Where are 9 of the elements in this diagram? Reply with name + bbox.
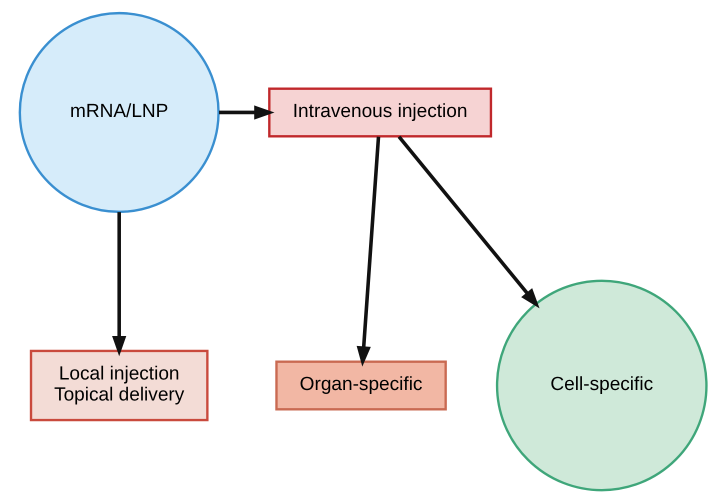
arrow [112, 212, 126, 356]
arrow [219, 105, 274, 120]
node-box: Intravenous injection [268, 87, 492, 138]
arrow [398, 136, 540, 308]
node-box: Local injection Topical delivery [30, 350, 209, 422]
node-circle: Cell-specific [496, 280, 708, 492]
node-box: Organ-specific [275, 360, 447, 410]
node-circle: mRNA/LNP [18, 12, 220, 214]
arrow [356, 136, 380, 367]
